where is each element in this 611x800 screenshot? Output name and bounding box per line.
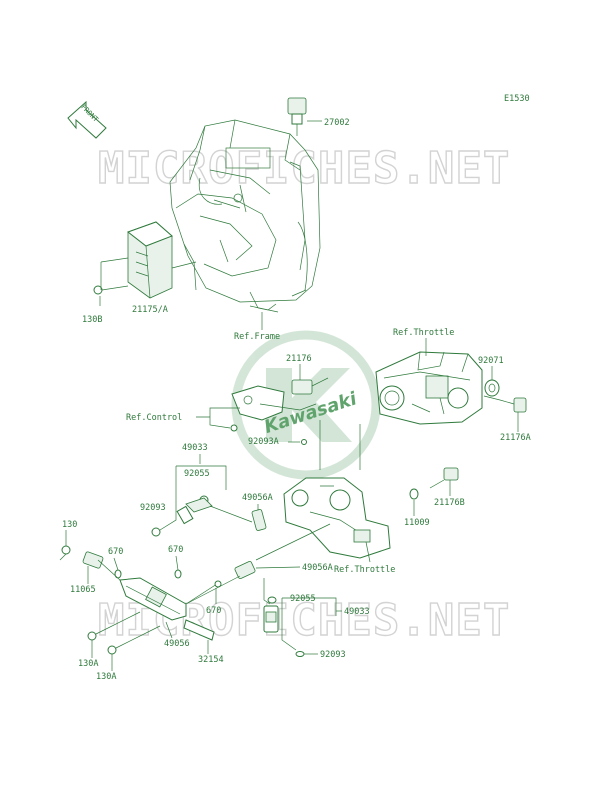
label-670-c: 670 (206, 606, 221, 616)
control-bracket (230, 385, 317, 432)
label-32154: 32154 (198, 655, 224, 665)
label-ref-throttle-top: Ref.Throttle (393, 328, 454, 338)
label-49056a-top: 49056A (242, 493, 273, 503)
part-670-ring-b (174, 569, 182, 579)
label-130b: 130B (82, 315, 102, 325)
frame-drawing (169, 119, 321, 330)
part-49056a-top (251, 509, 267, 531)
watermark-top: MICROFICHES.NET (98, 143, 510, 194)
part-21176a (483, 395, 527, 413)
label-ref-frame: Ref.Frame (234, 332, 280, 342)
label-92055-top: 92055 (184, 469, 210, 479)
throttle-body-top (375, 351, 483, 425)
part-92071 (484, 379, 500, 397)
part-21176 (291, 377, 329, 395)
label-49056a-mid: 49056A (302, 563, 333, 573)
part-fuel-rail (119, 577, 187, 621)
label-11065: 11065 (70, 585, 96, 595)
label-ref-control: Ref.Control (126, 413, 182, 423)
label-92055-bottom: 92055 (290, 594, 316, 604)
part-49056a-mid (234, 561, 256, 579)
part-670-ring-c (214, 580, 222, 588)
label-11009: 11009 (404, 518, 430, 528)
part-130-bolt (61, 545, 71, 555)
part-92093-bottom-oring (295, 651, 305, 657)
label-ref-throttle-bottom: Ref.Throttle (334, 565, 395, 575)
diagram-code: E1530 (504, 94, 530, 104)
part-21176b (429, 467, 459, 489)
label-670-b: 670 (168, 545, 183, 555)
label-130a-a: 130A (78, 659, 98, 669)
label-670-a: 670 (108, 547, 123, 557)
part-670-ring-a (114, 569, 122, 579)
part-32154 (183, 619, 215, 641)
label-21176b: 21176B (434, 498, 465, 508)
part-11009 (409, 488, 419, 500)
label-92093-left: 92093 (140, 503, 166, 513)
label-92071: 92071 (478, 356, 504, 366)
label-21175a: 21175/A (132, 305, 168, 315)
part-130b-bolt (93, 285, 129, 295)
part-11065 (82, 551, 104, 569)
label-49033-top: 49033 (182, 443, 208, 453)
part-injector-bottom (263, 596, 279, 633)
label-27002: 27002 (324, 118, 350, 128)
part-92093-oring (151, 527, 161, 537)
part-27002 (287, 97, 322, 136)
label-92093a: 92093A (248, 437, 279, 447)
throttle-body-bottom (283, 477, 391, 559)
label-49056: 49056 (164, 639, 190, 649)
part-injector-top (176, 495, 213, 525)
label-21176: 21176 (286, 354, 312, 364)
label-49033-bottom: 49033 (344, 607, 370, 617)
label-21176a: 21176A (500, 433, 531, 443)
front-arrow-icon: FRONT (67, 100, 107, 139)
label-92093-bottom: 92093 (320, 650, 346, 660)
label-130: 130 (62, 520, 77, 530)
part-21175a (126, 221, 197, 299)
leader-130b (100, 257, 129, 263)
label-130a-b: 130A (96, 672, 116, 682)
